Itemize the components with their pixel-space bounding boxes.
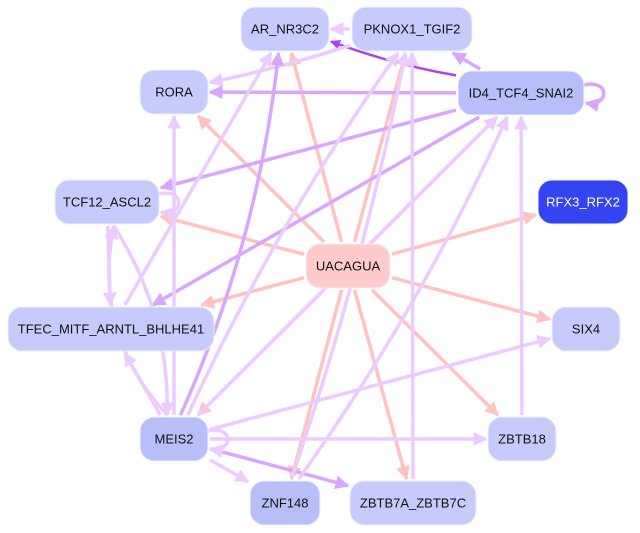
node-box[interactable] bbox=[54, 179, 160, 225]
edge-meis2-to-zbtb7a_zbtb7c bbox=[209, 446, 350, 490]
node-box[interactable] bbox=[139, 416, 209, 462]
node-meis2[interactable]: MEIS2 bbox=[139, 416, 209, 462]
node-label: RFX3_RFX2 bbox=[546, 194, 620, 209]
edge-meis2-to-pknox1_tgif2 bbox=[186, 51, 400, 416]
edge-uacagua-to-znf148 bbox=[287, 289, 344, 481]
edge-id4_tcf4_snai2-to-pknox1_tgif2 bbox=[451, 51, 482, 71]
node-label: AR_NR3C2 bbox=[251, 21, 319, 36]
edge-meis2-to-ar_nr3c2 bbox=[178, 51, 285, 416]
node-rfx3-rfx2[interactable]: RFX3_RFX2 bbox=[537, 179, 629, 225]
node-label: UACAGUA bbox=[316, 258, 381, 273]
node-id4-tcf4-snai2[interactable]: ID4_TCF4_SNAI2 bbox=[457, 70, 585, 116]
edge-id4_tcf4_snai2-to-tfec_mitf_arntl_bhlhe41 bbox=[151, 115, 481, 307]
node-tcf12-ascl2[interactable]: TCF12_ASCL2 bbox=[54, 179, 160, 225]
edge-meis2-to-tfec_mitf_arntl_bhlhe41 bbox=[123, 351, 162, 416]
edge-tcf12_ascl2-to-tcf12_ascl2 bbox=[158, 191, 181, 221]
node-ar-nr3c2[interactable]: AR_NR3C2 bbox=[240, 6, 330, 52]
node-box[interactable] bbox=[305, 243, 391, 289]
edge-uacagua-to-rora bbox=[196, 114, 326, 244]
node-label: TFEC_MITF_ARNTL_BHLHE41 bbox=[18, 321, 204, 336]
node-uacagua[interactable]: UACAGUA bbox=[305, 243, 391, 289]
edge-znf148-to-id4_tcf4_snai2 bbox=[297, 115, 509, 481]
node-znf148[interactable]: ZNF148 bbox=[249, 480, 321, 526]
node-six4[interactable]: SIX4 bbox=[551, 306, 621, 352]
edge-tfec_mitf_arntl_bhlhe41-to-ar_nr3c2 bbox=[123, 51, 273, 306]
edge-meis2-to-six4 bbox=[209, 335, 552, 432]
node-label: ZBTB18 bbox=[498, 431, 546, 446]
edge-uacagua-to-zbtb18 bbox=[370, 288, 500, 417]
node-label: SIX4 bbox=[572, 321, 600, 336]
node-label: ZBTB7A_ZBTB7C bbox=[360, 495, 466, 510]
edges-layer bbox=[102, 22, 606, 490]
node-label: MEIS2 bbox=[154, 431, 193, 446]
edge-zbtb18-to-id4_tcf4_snai2 bbox=[514, 115, 529, 416]
edge-meis2-to-meis2 bbox=[207, 428, 230, 458]
node-zbtb7a-zbtb7c[interactable]: ZBTB7A_ZBTB7C bbox=[349, 480, 477, 526]
node-zbtb18[interactable]: ZBTB18 bbox=[487, 416, 557, 462]
node-box[interactable] bbox=[249, 480, 321, 526]
edge-id4_tcf4_snai2-to-rora bbox=[208, 85, 457, 100]
node-rora[interactable]: RORA bbox=[139, 69, 209, 115]
node-box[interactable] bbox=[349, 480, 477, 526]
node-label: ZNF148 bbox=[262, 495, 309, 510]
node-pknox1-tgif2[interactable]: PKNOX1_TGIF2 bbox=[351, 6, 473, 52]
edge-uacagua-to-six4 bbox=[391, 275, 552, 324]
edge-meis2-to-znf148 bbox=[209, 458, 250, 484]
edge-zbtb7a_zbtb7c-to-pknox1_tgif2 bbox=[405, 51, 420, 480]
node-box[interactable] bbox=[551, 306, 621, 352]
edge-uacagua-to-tfec_mitf_arntl_bhlhe41 bbox=[199, 276, 305, 309]
node-box[interactable] bbox=[7, 306, 215, 352]
node-box[interactable] bbox=[351, 6, 473, 52]
node-box[interactable] bbox=[457, 70, 585, 116]
node-tfec-mitf-arntl-bhlhe41[interactable]: TFEC_MITF_ARNTL_BHLHE41 bbox=[7, 306, 215, 352]
node-label: RORA bbox=[155, 84, 193, 99]
node-label: TCF12_ASCL2 bbox=[63, 194, 151, 209]
edge-uacagua-to-rfx3_rfx2 bbox=[391, 211, 538, 256]
node-label: ID4_TCF4_SNAI2 bbox=[469, 85, 574, 100]
edge-id4_tcf4_snai2-to-id4_tcf4_snai2 bbox=[583, 82, 606, 112]
node-box[interactable] bbox=[240, 6, 330, 52]
edge-uacagua-to-tcf12_ascl2 bbox=[159, 212, 305, 257]
node-box[interactable] bbox=[487, 416, 557, 462]
node-box[interactable] bbox=[537, 179, 629, 225]
node-label: PKNOX1_TGIF2 bbox=[364, 21, 461, 36]
node-box[interactable] bbox=[139, 69, 209, 115]
